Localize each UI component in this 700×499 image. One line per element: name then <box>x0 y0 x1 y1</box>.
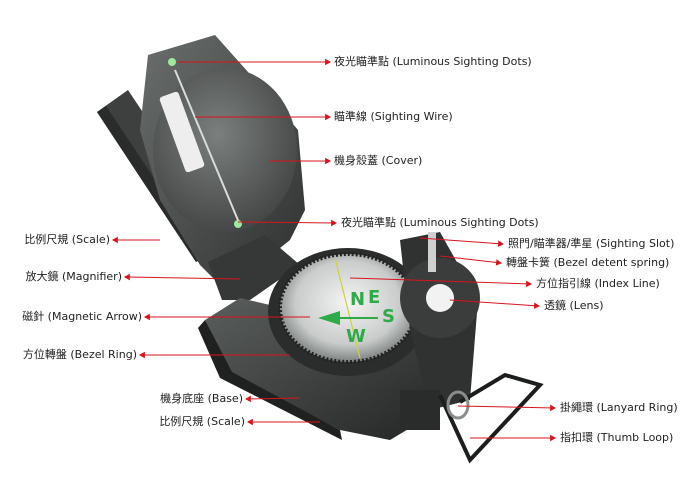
callout-arrowhead <box>111 236 118 244</box>
cover-part <box>140 35 305 280</box>
label-thumb-loop: 指扣環 (Thumb Loop) <box>560 431 674 444</box>
callout-arrowhead <box>325 113 332 121</box>
callout-arrowhead <box>246 418 253 426</box>
callout-line <box>245 397 301 400</box>
sight-lens-housing <box>400 232 480 430</box>
label-base: 機身底座 (Base) <box>160 392 243 405</box>
sighting-wire-line <box>174 69 241 226</box>
callout-line <box>419 237 504 245</box>
label-scale-lower: 比例尺規 (Scale) <box>159 415 245 428</box>
label-luminous-dots-mid: 夜光瞄準點 (Luminous Sighting Dots) <box>341 216 539 229</box>
callout-arrowhead <box>138 351 145 359</box>
cover-window <box>159 91 205 173</box>
label-lens: 透鏡 (Lens) <box>544 299 604 312</box>
label-luminous-dots-top: 夜光瞄準點 (Luminous Sighting Dots) <box>334 55 532 68</box>
callout-arrowhead <box>331 219 338 227</box>
label-magnifier: 放大鏡 (Magnifier) <box>25 270 122 283</box>
luminous-dot-mid <box>234 220 242 228</box>
label-index-line: 方位指引線 (Index Line) <box>536 277 660 290</box>
thumb-loop-wire <box>438 372 544 464</box>
callout-arrowhead <box>497 240 505 247</box>
callout-line <box>457 405 556 409</box>
callout-line <box>439 255 502 264</box>
index-line-mark <box>334 257 361 359</box>
label-scale-upper: 比例尺規 (Scale) <box>24 233 110 246</box>
label-sighting-wire: 瞄準線 (Sighting Wire) <box>334 110 453 123</box>
callout-line <box>349 277 532 285</box>
dial-letter-s: S <box>382 306 395 327</box>
lens-glass <box>426 284 454 312</box>
magnetic-arrow-mark <box>318 311 340 325</box>
callout-line <box>124 276 241 280</box>
callout-arrowhead <box>325 58 332 66</box>
label-bezel-detent-spring: 轉盤卡簧 (Bezel detent spring) <box>506 256 670 269</box>
callout-line <box>449 299 540 307</box>
callout-arrowhead <box>550 434 557 442</box>
dial-letter-e: E <box>368 287 380 308</box>
callout-arrowhead <box>244 395 251 403</box>
callout-arrowhead <box>143 313 150 321</box>
callout-lines <box>111 58 557 442</box>
dial-letter-n: N <box>350 289 365 310</box>
callout-line <box>237 221 337 224</box>
callout-arrowhead <box>495 259 503 266</box>
label-lanyard-ring: 掛繩環 (Lanyard Ring) <box>560 401 678 414</box>
callout-arrowhead <box>526 280 533 288</box>
sighting-slot-notch <box>428 232 436 272</box>
callout-arrowhead <box>550 404 557 412</box>
callout-arrowhead <box>533 302 541 309</box>
callout-arrowhead <box>325 157 332 165</box>
dial-letter-w: W <box>346 326 366 347</box>
magnifier-hinge <box>208 235 300 300</box>
luminous-dot-top <box>168 58 176 66</box>
label-cover: 機身殼蓋 (Cover) <box>334 154 423 167</box>
label-sighting-slot: 照門/瞄準器/準星 (Sighting Slot) <box>508 237 675 250</box>
label-bezel-ring: 方位轉盤 (Bezel Ring) <box>22 348 137 361</box>
callout-arrowhead <box>123 273 130 281</box>
lanyard-ring-mark <box>446 390 470 420</box>
label-magnetic-arrow: 磁針 (Magnetic Arrow) <box>22 310 142 323</box>
